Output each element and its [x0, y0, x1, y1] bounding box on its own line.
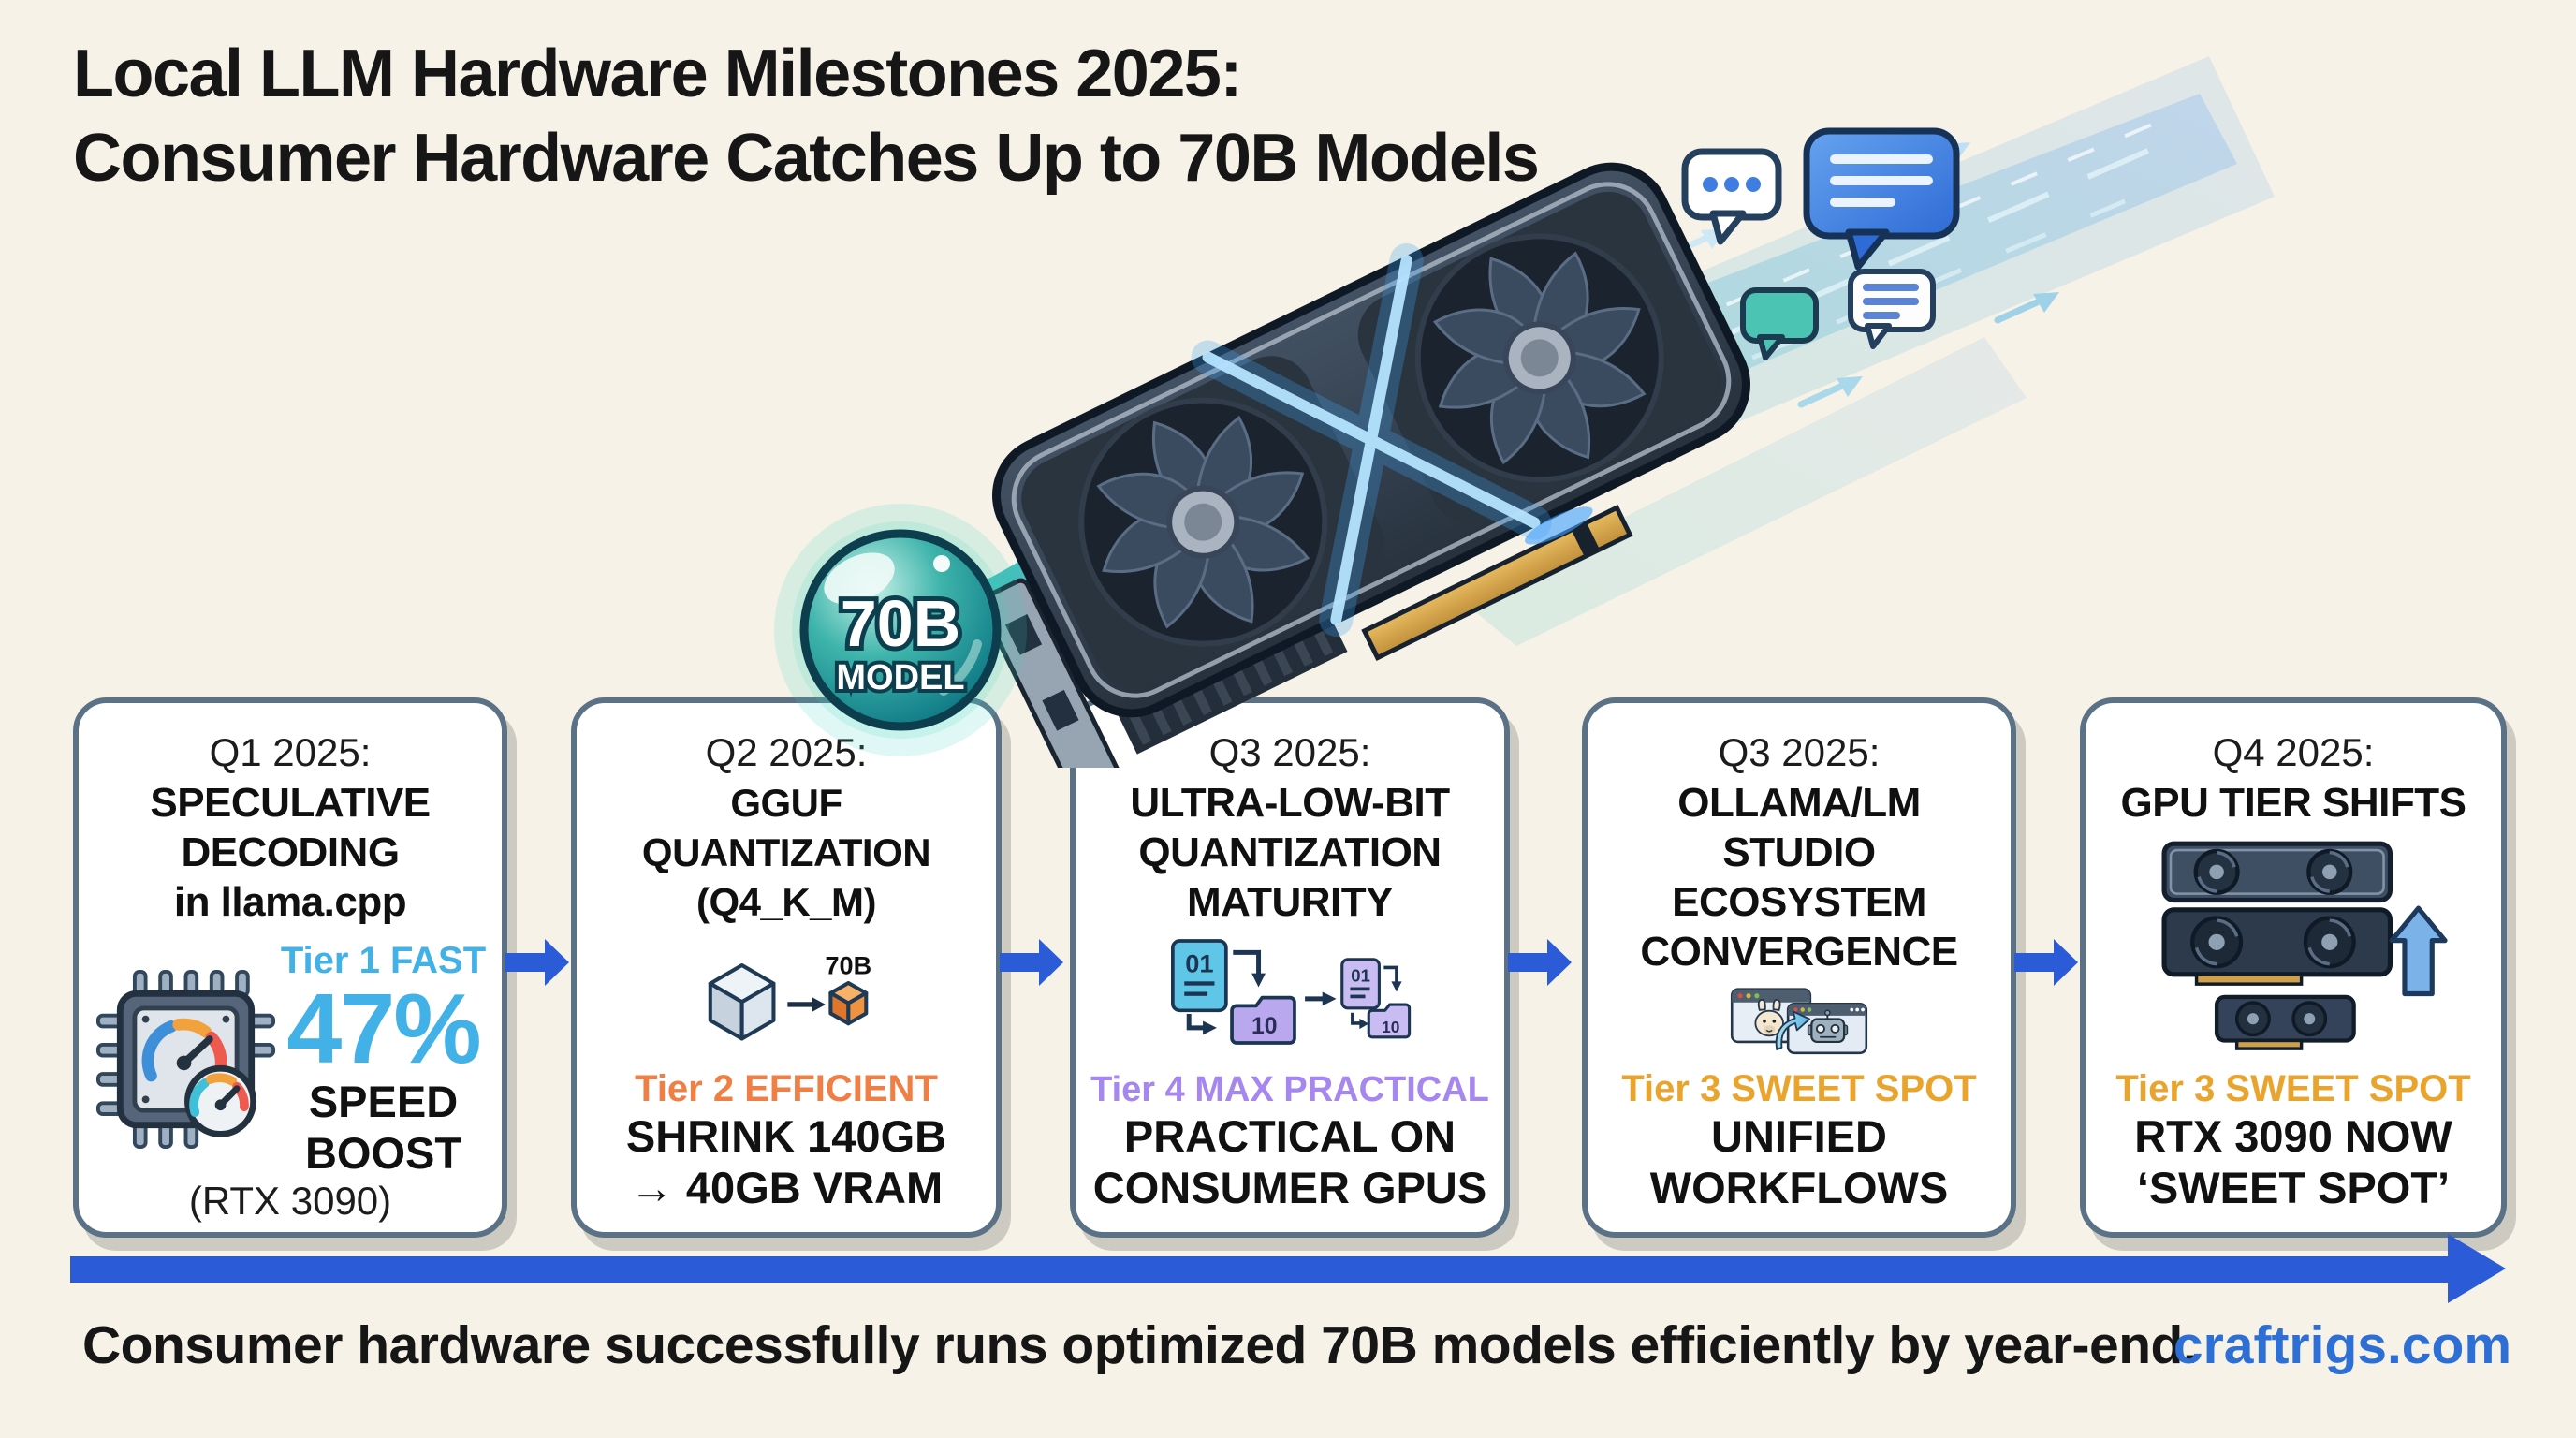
svg-text:01: 01: [1351, 965, 1370, 985]
gpu-fan-left: [1078, 397, 1328, 647]
card-title: ULTRA-LOW-BIT QUANTIZATION MATURITY: [1130, 780, 1450, 925]
tier-label: Tier 3 SWEET SPOT: [1621, 1068, 1977, 1109]
speed-boost-stat: 47%: [286, 974, 481, 1084]
card-quarter: Q3 2025:: [1208, 730, 1371, 774]
llama-face-icon: [1754, 998, 1784, 1037]
milestone-card-q1: Q1 2025: SPECULATIVE DECODING in llama.c…: [73, 697, 507, 1238]
svg-text:10: 10: [1251, 1014, 1278, 1039]
card-quarter: Q1 2025:: [209, 730, 372, 774]
cube-shrink-icon: 70B: [708, 950, 872, 1041]
card-title: SPECULATIVE DECODING in llama.cpp: [150, 780, 431, 925]
tier-label: Tier 1 FAST: [280, 940, 487, 981]
robot-face-icon: [1807, 1009, 1849, 1044]
lm-studio-window: [1786, 1002, 1868, 1055]
footer-caption: Consumer hardware successfully runs opti…: [82, 1315, 2198, 1375]
blue-message-bubble-icon: [1803, 127, 1960, 271]
workflow-arrow: [1775, 1010, 1811, 1051]
tier-up-arrow: [2389, 905, 2448, 997]
title-line-1: Local LLM Hardware Milestones 2025:: [73, 37, 1242, 111]
milestone-card-q2: Q2 2025: GGUF QUANTIZATION (Q4_K_M) 70B …: [571, 697, 1002, 1238]
chip-speedometer-icon: [95, 969, 275, 1150]
llama-robot-windows-icon: [1730, 988, 1868, 1055]
badge-model-word: MODEL: [836, 658, 964, 697]
typing-bubble-icon: [1681, 148, 1782, 245]
milestone-card-q3-quant: Q3 2025: ULTRA-LOW-BIT QUANTIZATION MATU…: [1070, 697, 1510, 1238]
card-title: GPU TIER SHIFTS: [2120, 780, 2466, 826]
milestone-card-q4: Q4 2025: GPU TIER SHIFTS: [2080, 697, 2507, 1238]
card-title: OLLAMA/LM STUDIO ECOSYSTEM CONVERGENCE: [1640, 780, 1958, 975]
gpu-note: (RTX 3090): [188, 1179, 392, 1223]
gpu-fan-right: [1414, 233, 1664, 483]
timeline-step-arrow-3: [1508, 939, 1572, 986]
timeline-axis-arrow: [70, 1234, 2506, 1303]
card-title: GGUF QUANTIZATION (Q4_K_M): [641, 781, 931, 924]
tier-label: Tier 2 EFFICIENT: [635, 1068, 938, 1109]
timeline-step-arrow-2: [1000, 939, 1063, 986]
text-message-bubble-icon: [1848, 269, 1936, 349]
svg-text:01: 01: [1185, 948, 1213, 977]
site-link[interactable]: craftrigs.com: [2173, 1315, 2511, 1375]
card-quarter: Q3 2025:: [1718, 730, 1881, 774]
svg-text:10: 10: [1382, 1018, 1399, 1036]
tier-label: Tier 4 MAX PRACTICAL: [1090, 1070, 1489, 1109]
timeline-step-arrow-1: [505, 939, 569, 986]
page-title: Local LLM Hardware Milestones 2025: Cons…: [73, 32, 1540, 200]
gpu-card-icon: [978, 162, 1750, 768]
gpu-large-1: [2161, 841, 2393, 903]
binary-conversion-icon: 01 10 01 10: [1171, 939, 1412, 1045]
gpu-small: [2214, 994, 2356, 1050]
card-quarter: Q4 2025:: [2212, 730, 2375, 774]
card-quarter: Q2 2025:: [705, 730, 868, 774]
cube-size-label: 70B: [826, 950, 872, 979]
teal-bubble-icon: [1740, 287, 1819, 360]
model-stream-funnel: [981, 408, 1231, 640]
milestone-card-q3-ecosystem: Q3 2025: OLLAMA/LM STUDIO ECOSYSTEM CONV…: [1582, 697, 2016, 1238]
gpu-stack-icon: [2161, 841, 2448, 1050]
timeline-step-arrow-4: [2014, 939, 2078, 986]
tier-label: Tier 3 SWEET SPOT: [2115, 1068, 2471, 1109]
gpu-large-2: [2161, 907, 2393, 986]
title-line-2: Consumer Hardware Catches Up to 70B Mode…: [73, 121, 1540, 196]
badge-model-size: 70B: [841, 587, 960, 660]
